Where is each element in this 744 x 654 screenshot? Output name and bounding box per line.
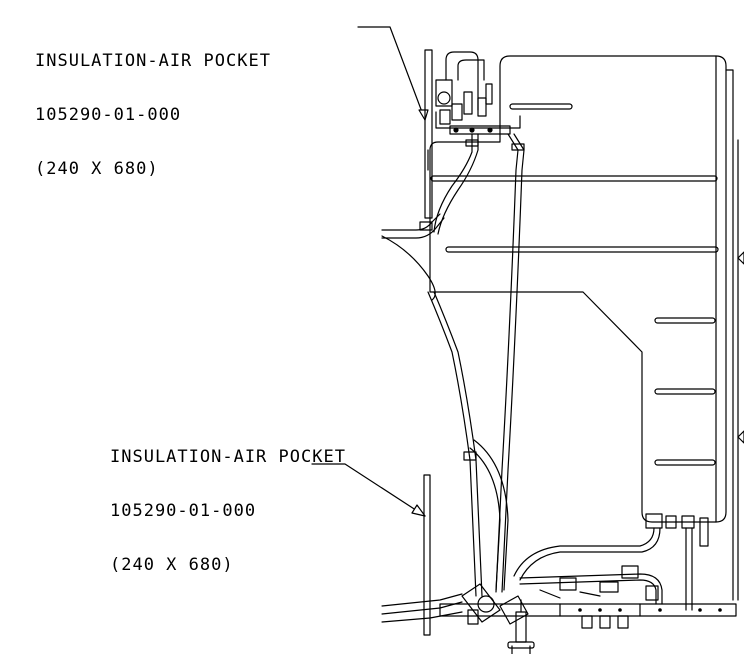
valve-cluster: [435, 51, 521, 135]
base-pipes: [519, 565, 663, 605]
bottom-valve-assembly: [461, 583, 535, 654]
callout-insulation-top: INSULATION-AIR POCKET 105290-01-000 (240…: [35, 16, 271, 196]
callout-title: INSULATION-AIR POCKET: [35, 51, 271, 71]
callout-part-number: 105290-01-000: [110, 501, 257, 521]
tank-slots: [430, 103, 719, 466]
callout-title: INSULATION-AIR POCKET: [110, 447, 346, 467]
callout-part-number: 105290-01-000: [35, 105, 182, 125]
leader-line-top: [357, 26, 429, 121]
callout-insulation-bottom: INSULATION-AIR POCKET 105290-01-000 (240…: [110, 412, 346, 592]
drain-fittings: [513, 513, 709, 611]
rear-tank: [429, 55, 744, 601]
pipe-lower-left: [381, 593, 463, 623]
hose-fittings: [419, 139, 525, 461]
callout-size: (240 X 680): [35, 159, 159, 179]
leader-line-bottom: [311, 463, 426, 517]
insulation-panel-lower: [423, 474, 431, 636]
base-frame: [439, 603, 737, 629]
insulation-panel-upper: [424, 49, 433, 219]
hoses: [427, 133, 525, 597]
callout-size: (240 X 680): [110, 555, 234, 575]
